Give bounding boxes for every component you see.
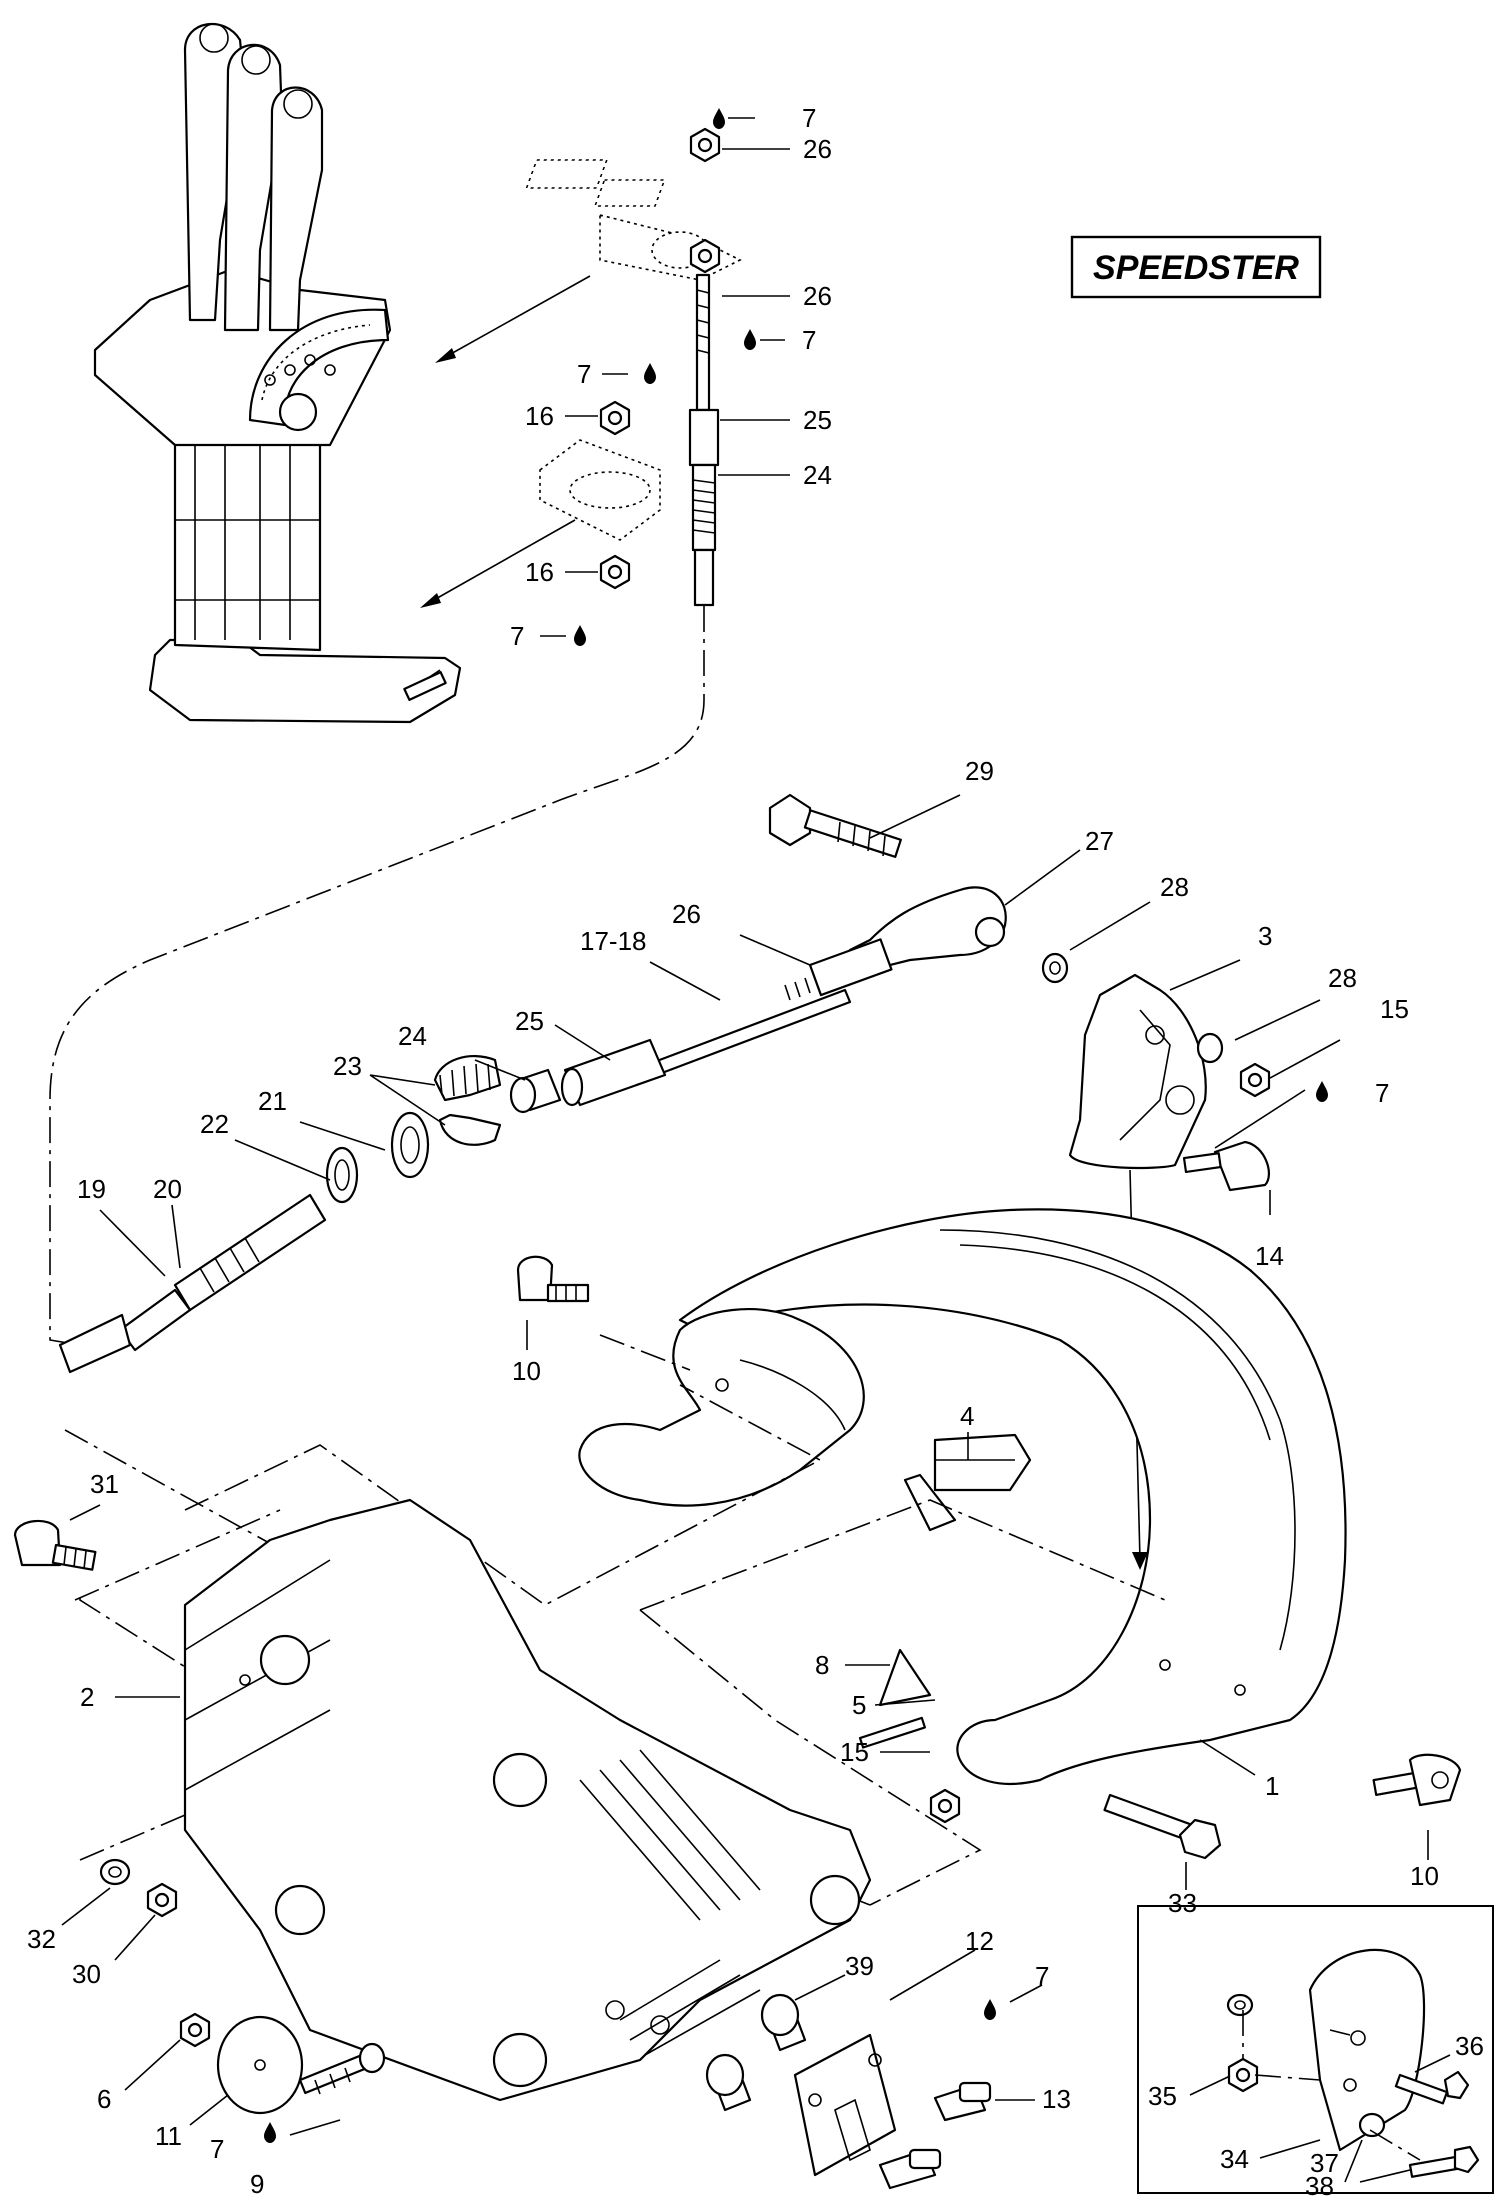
callout-10: 10 bbox=[1410, 1861, 1439, 1891]
callout-22: 22 bbox=[200, 1109, 229, 1139]
callout-5: 5 bbox=[852, 1690, 866, 1720]
callout-28: 28 bbox=[1160, 872, 1189, 902]
callout-27: 27 bbox=[1085, 826, 1114, 856]
callout-38: 38 bbox=[1305, 2171, 1334, 2198]
support-bracket-2 bbox=[183, 1498, 872, 2102]
callout-15: 15 bbox=[1380, 994, 1409, 1024]
callout-29: 29 bbox=[965, 756, 994, 786]
callout-14: 14 bbox=[1255, 1241, 1284, 1271]
screws-13 bbox=[878, 2081, 992, 2190]
oil-drop-icon bbox=[984, 1999, 996, 2020]
callout-13: 13 bbox=[1042, 2084, 1071, 2114]
callout-3: 3 bbox=[1258, 921, 1272, 951]
callout-37: 37 bbox=[1310, 2148, 1339, 2178]
hardware-6-11-9 bbox=[179, 2012, 386, 2115]
callout-11: 11 bbox=[155, 2121, 182, 2151]
callout-28: 28 bbox=[1328, 963, 1357, 993]
callout-31: 31 bbox=[90, 1469, 119, 1499]
throttle-control-assembly bbox=[93, 22, 462, 724]
screw-10-upper bbox=[516, 1255, 590, 1303]
upper-cable-end bbox=[525, 127, 742, 607]
callout-1: 1 bbox=[1265, 1771, 1279, 1801]
callout-25: 25 bbox=[515, 1006, 544, 1036]
model-label: SPEEDSTER bbox=[1093, 249, 1299, 287]
callout-30: 30 bbox=[72, 1959, 101, 1989]
callout-7: 7 bbox=[210, 2134, 224, 2164]
cable-linkage bbox=[58, 793, 1007, 1374]
callout-16: 16 bbox=[525, 557, 554, 587]
spacers-39 bbox=[705, 1993, 807, 2112]
callout-24: 24 bbox=[398, 1021, 427, 1051]
callout-7: 7 bbox=[802, 103, 816, 133]
callout-16: 16 bbox=[525, 401, 554, 431]
assembly-arrows bbox=[420, 275, 591, 608]
callout-36: 36 bbox=[1455, 2031, 1484, 2061]
callout-10: 10 bbox=[512, 1356, 541, 1386]
callout-7: 7 bbox=[802, 325, 816, 355]
cable-routing-line bbox=[49, 606, 705, 1351]
callout-4: 4 bbox=[960, 1401, 974, 1431]
small-parts-group bbox=[858, 1433, 1462, 1860]
callout-8: 8 bbox=[815, 1650, 829, 1680]
callout-20: 20 bbox=[153, 1174, 182, 1204]
callout-6: 6 bbox=[97, 2084, 111, 2114]
callout-21: 21 bbox=[258, 1086, 287, 1116]
callout-24: 24 bbox=[803, 460, 832, 490]
callout-19: 19 bbox=[77, 1174, 106, 1204]
callout-26: 26 bbox=[803, 134, 832, 164]
callout-7: 7 bbox=[577, 359, 591, 389]
callout-9: 9 bbox=[250, 2169, 264, 2198]
callout-7: 7 bbox=[510, 621, 524, 651]
hardware-32-30 bbox=[99, 1858, 178, 1918]
callout-23: 23 bbox=[333, 1051, 362, 1081]
inset-detail bbox=[1137, 1905, 1494, 2194]
oil-drop-icon bbox=[744, 329, 756, 350]
oil-drop-icon bbox=[264, 2122, 276, 2143]
callout-26: 26 bbox=[672, 899, 701, 929]
plate-12 bbox=[793, 2033, 897, 2177]
callout-17-18: 17-18 bbox=[580, 926, 647, 956]
oil-drop-icon bbox=[713, 108, 725, 129]
screw-31 bbox=[13, 1519, 97, 1571]
callout-12: 12 bbox=[965, 1926, 994, 1956]
callout-15: 15 bbox=[840, 1737, 869, 1767]
model-badge: SPEEDSTER bbox=[1070, 235, 1322, 299]
callout-2: 2 bbox=[80, 1682, 94, 1712]
callout-35: 35 bbox=[1148, 2081, 1177, 2111]
nozzle-housing-1 bbox=[678, 1208, 1347, 1785]
callout-39: 39 bbox=[845, 1951, 874, 1981]
callout-33: 33 bbox=[1168, 1888, 1197, 1918]
callout-labels: 7 26 26 7 7 16 25 24 16 7 29 27 28 26 17… bbox=[27, 103, 1484, 2198]
callout-7: 7 bbox=[1375, 1078, 1389, 1108]
callout-34: 34 bbox=[1220, 2144, 1249, 2174]
oil-drop-icon bbox=[1316, 1081, 1328, 1102]
callout-25: 25 bbox=[803, 405, 832, 435]
callout-32: 32 bbox=[27, 1924, 56, 1954]
leader-lines bbox=[61, 117, 1451, 2183]
callout-26: 26 bbox=[803, 281, 832, 311]
oil-drop-icon bbox=[644, 363, 656, 384]
callout-7: 7 bbox=[1035, 1961, 1049, 1991]
oil-drop-icon bbox=[574, 625, 586, 646]
